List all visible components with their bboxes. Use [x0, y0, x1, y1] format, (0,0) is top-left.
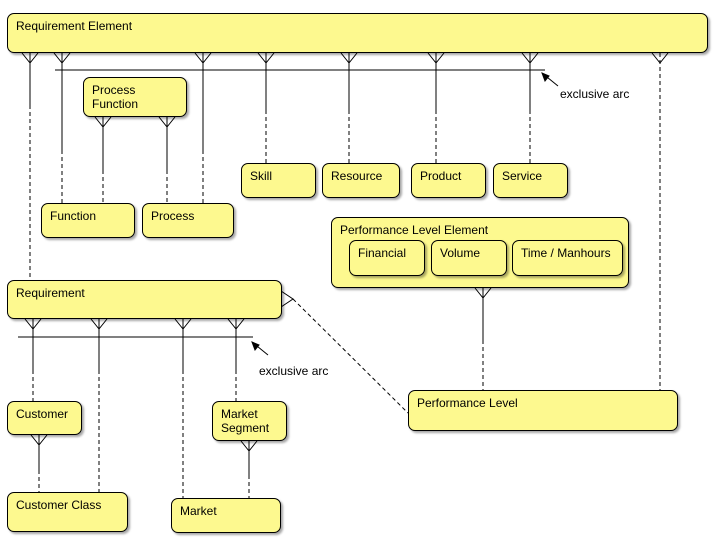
entity-requirement[interactable]: Requirement [7, 280, 282, 319]
fork-re-requirement [21, 52, 39, 105]
fork-req-market [174, 318, 192, 370]
entity-customer[interactable]: Customer [7, 401, 82, 435]
entity-label: Volume [440, 246, 481, 260]
link-req-performance-level [292, 298, 409, 414]
entity-label: Financial [358, 246, 407, 260]
entity-label: Process [151, 209, 195, 223]
fork-re-process [194, 52, 212, 150]
fork-re-service [521, 52, 539, 110]
fork-req-customer [24, 318, 42, 370]
fork-req-market-segment [227, 318, 245, 370]
fork-re-skill [257, 52, 275, 110]
entity-volume[interactable]: Volume [431, 240, 507, 276]
entity-process[interactable]: Process [142, 203, 234, 238]
entity-label: Resource [331, 169, 383, 183]
entity-service[interactable]: Service [493, 163, 568, 198]
entity-time-manhours[interactable]: Time / Manhours [512, 240, 623, 276]
entity-function[interactable]: Function [41, 203, 135, 238]
entity-financial[interactable]: Financial [349, 240, 425, 276]
exclusive-arc-label-top: exclusive arc [560, 87, 630, 101]
fork-segment-market [240, 440, 258, 475]
entity-label: Skill [250, 169, 273, 183]
fork-req-performance-level [280, 290, 294, 308]
entity-label: Function [50, 209, 97, 223]
entity-requirement-element[interactable]: Requirement Element [7, 13, 708, 53]
fork-re-product [427, 52, 445, 110]
entity-skill[interactable]: Skill [241, 163, 316, 198]
fork-req-customer-class [90, 318, 108, 370]
fork-re-resource [340, 52, 358, 110]
fork-pf-process [158, 116, 176, 170]
entity-label: Market [180, 504, 217, 518]
entity-process-function[interactable]: Process Function [83, 77, 187, 117]
fork-ple-performance-level [474, 287, 492, 340]
entity-label: Requirement Element [16, 19, 133, 33]
entity-label: Performance Level [417, 396, 518, 410]
entity-market[interactable]: Market [171, 498, 281, 533]
entity-performance-level[interactable]: Performance Level [408, 390, 678, 431]
entity-label: Market Segment [221, 407, 270, 435]
entity-label: Process Function [92, 83, 139, 111]
entity-label: Requirement [16, 286, 85, 300]
fork-customer-customer-class [30, 434, 48, 470]
exclusive-arc-label-bottom: exclusive arc [259, 364, 329, 378]
entity-label: Customer [16, 407, 69, 421]
entity-label: Product [420, 169, 462, 183]
entity-label: Performance Level Element [340, 223, 489, 237]
entity-label: Service [502, 169, 543, 183]
entity-product[interactable]: Product [411, 163, 486, 198]
entity-market-segment[interactable]: Market Segment [212, 401, 287, 441]
fork-re-function [53, 52, 71, 150]
entity-label: Customer Class [16, 498, 102, 512]
entity-customer-class[interactable]: Customer Class [7, 492, 128, 532]
fork-pf-function [94, 116, 112, 170]
entity-label: Time / Manhours [521, 246, 611, 260]
entity-resource[interactable]: Resource [322, 163, 400, 198]
